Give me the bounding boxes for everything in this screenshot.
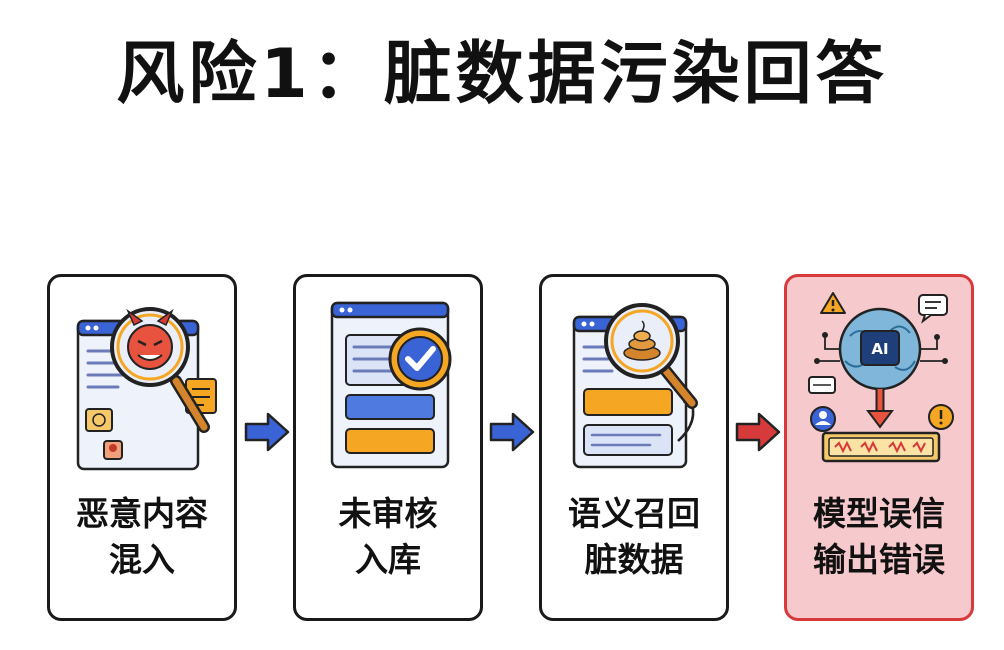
brain-chip-icon: AI [838, 307, 922, 391]
flow-arrow-icon [489, 412, 535, 452]
user-icon [810, 406, 836, 432]
warning-icon [928, 404, 954, 430]
flow-arrow-icon [244, 412, 290, 452]
poop-icon [623, 320, 661, 361]
unreviewed-document-illustration [330, 301, 452, 469]
check-badge-icon [388, 327, 452, 391]
chat-icon [918, 294, 948, 324]
ai-brain-illustration: AI [808, 292, 954, 463]
ai-chip-label: AI [871, 340, 888, 358]
step-label: 恶意内容 混入 [76, 494, 208, 579]
magnifier-icon [110, 307, 210, 433]
warning-icon [820, 292, 846, 314]
devil-face-icon [126, 308, 174, 370]
page-title: 风险1：脏数据污染回答 [116, 35, 888, 114]
step-card-model-misled: AI 模型误 [784, 274, 974, 621]
step-label: 未审核 入库 [338, 494, 438, 579]
recall-document-illustration [572, 303, 698, 469]
step-label: 语义召回 脏数据 [568, 494, 700, 579]
step-label: 模型误信 输出错误 [813, 494, 945, 579]
step-card-semantic-recall: 语义召回 脏数据 [539, 274, 729, 621]
step-card-malicious-content: 恶意内容 混入 [47, 274, 237, 621]
malicious-document-illustration [76, 307, 217, 471]
danger-arrow-icon [735, 412, 781, 452]
step-card-unreviewed-ingest: 未审核 入库 [293, 274, 483, 621]
